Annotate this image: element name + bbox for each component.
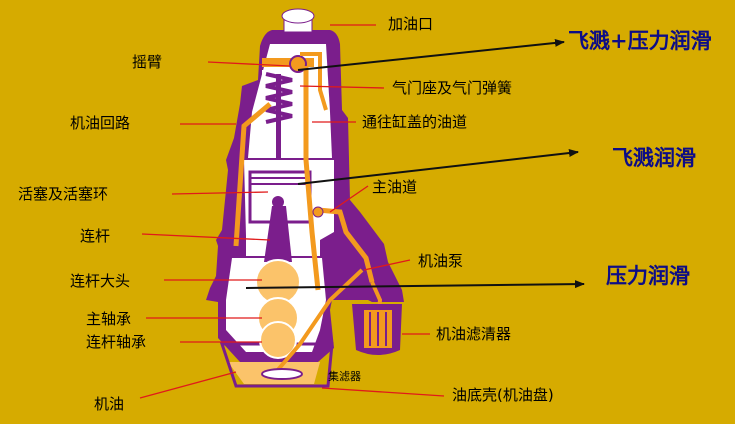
arrow-splash <box>297 149 579 185</box>
conrod-bearing-disc <box>259 321 297 359</box>
label-valve-seat-spring: 气门座及气门弹簧 <box>392 79 513 97</box>
label-oil-circuit: 机油回路 <box>70 114 131 132</box>
piston-pin <box>272 196 284 208</box>
label-big-end: 连杆大头 <box>70 272 131 290</box>
fill-cap <box>281 8 315 24</box>
rocker-arm-pivot <box>289 55 307 73</box>
leader-lines <box>139 24 445 399</box>
label-oil: 机油 <box>94 395 125 413</box>
label-oil-pump: 机油泵 <box>418 252 464 270</box>
label-head-oil-passage: 通往缸盖的油道 <box>362 113 468 131</box>
label-strainer: 集滤器 <box>328 370 361 383</box>
strainer <box>261 368 303 380</box>
connecting-rod <box>264 206 292 262</box>
head-oil-passage <box>303 66 321 291</box>
valve-stem <box>276 74 281 166</box>
lubrication-arrows <box>245 38 585 289</box>
heading-pressure: 压力润滑 <box>606 263 690 288</box>
label-oil-pan: 油底壳(机油盘) <box>452 386 554 404</box>
main-gallery <box>317 207 375 283</box>
rocker-arm-body <box>262 58 314 67</box>
valve-spring <box>265 72 293 124</box>
label-rocker-arm: 摇臂 <box>132 53 163 71</box>
arrow-pressure <box>245 280 585 289</box>
label-piston-rings: 活塞及活塞环 <box>18 185 109 203</box>
label-main-gallery: 主油道 <box>372 178 418 196</box>
label-fill-cap: 加油口 <box>388 15 434 33</box>
pump-feed-line <box>274 268 364 374</box>
label-main-bearing: 主轴承 <box>86 310 132 328</box>
arrow-splash-pressure <box>297 38 565 71</box>
label-oil-filter: 机油滤清器 <box>436 325 512 343</box>
gallery-junction <box>312 206 324 218</box>
oil-return-line <box>233 102 272 247</box>
label-conrod-bearing: 连杆轴承 <box>86 333 147 351</box>
heading-splash: 飞溅润滑 <box>612 145 696 170</box>
head-top-line <box>300 52 328 111</box>
label-conrod: 连杆 <box>80 227 111 245</box>
heading-splash-pressure: 飞溅+压力润滑 <box>568 28 712 53</box>
